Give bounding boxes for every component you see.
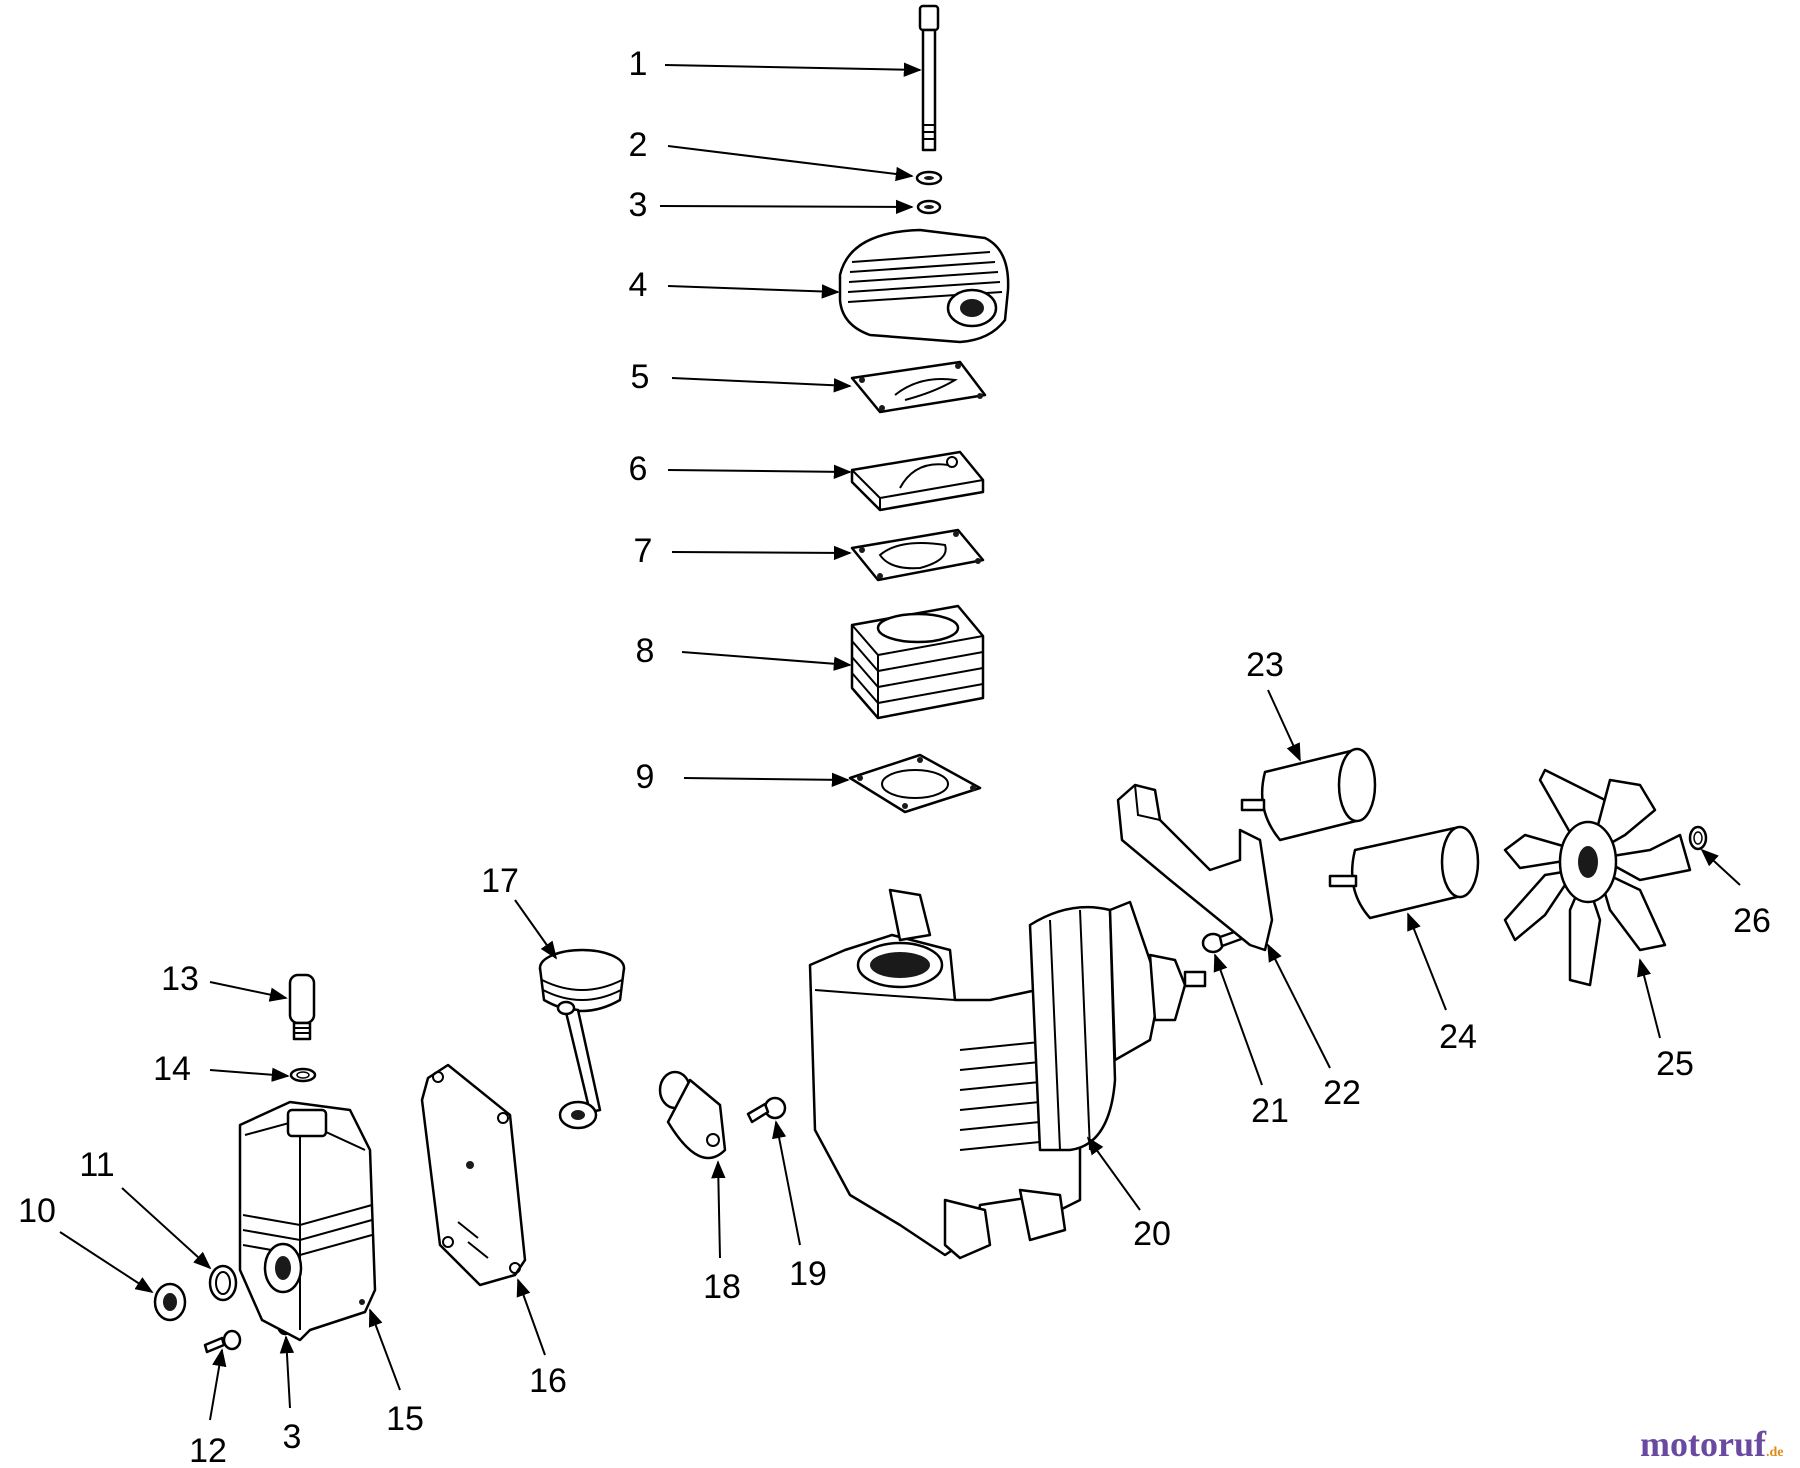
part-2-lock-washer: [915, 170, 943, 186]
leader-13: [209, 981, 288, 1002]
callout-25: 25: [1656, 1045, 1694, 1083]
leader-3: [659, 199, 914, 215]
leader-26: [1700, 848, 1741, 886]
part-15-crankcase-cover: [238, 1100, 377, 1342]
leader-20: [1086, 1136, 1141, 1211]
part-10-plug: [153, 1282, 187, 1322]
part-11-o-ring: [208, 1264, 238, 1302]
part-7-cylinder-gasket: [850, 528, 985, 582]
part-14-seal: [289, 1067, 317, 1083]
callout-11: 11: [79, 1146, 114, 1184]
callout-18: 18: [703, 1268, 741, 1306]
callout-21: 21: [1251, 1092, 1289, 1130]
leader-1: [664, 62, 922, 77]
leader-14: [209, 1067, 290, 1082]
svg-text:motoruf.de: motoruf.de: [1640, 1424, 1783, 1464]
part-12-screw: [203, 1329, 242, 1354]
part-1-head-bolt: [918, 4, 940, 152]
part-16-cover-gasket: [420, 1063, 527, 1287]
callout-5: 5: [631, 358, 650, 396]
leader-10: [59, 1231, 154, 1293]
leader-17: [514, 899, 558, 960]
callout-20: 20: [1133, 1215, 1171, 1253]
leader-18: [711, 1160, 726, 1259]
part-18-crank: [658, 1070, 727, 1160]
leader-12: [209, 1348, 227, 1421]
leader-23: [1267, 689, 1301, 762]
watermark-suffix: .de: [1766, 1445, 1784, 1460]
callout-16: 16: [529, 1362, 567, 1400]
part-3-washer: [916, 199, 942, 215]
callout-8: 8: [636, 632, 655, 670]
callout-17: 17: [481, 862, 519, 900]
leader-4: [667, 284, 840, 299]
callout-3b: 3: [283, 1418, 302, 1456]
leader-7: [671, 545, 852, 561]
callout-14: 14: [153, 1050, 191, 1088]
callout-6: 6: [629, 450, 648, 488]
leader-9: [683, 772, 850, 788]
callout-3: 3: [629, 186, 648, 224]
callout-labels: 1 2 3 4 5 6 7 8 9 10 11 12 3 13 14 15 16…: [18, 45, 1771, 1468]
callout-2: 2: [629, 126, 648, 164]
part-26-retaining-ring: [1688, 825, 1708, 851]
callout-10: 10: [18, 1192, 56, 1230]
part-20-motor-crankcase: [808, 888, 1207, 1260]
part-24-capacitor: [1328, 825, 1480, 920]
part-9-base-gasket: [848, 753, 982, 814]
leader-25: [1637, 958, 1661, 1039]
callout-13: 13: [161, 960, 199, 998]
callout-15: 15: [386, 1400, 424, 1438]
part-23-capacitor: [1240, 747, 1377, 842]
leader-15: [368, 1308, 401, 1391]
leader-21: [1213, 953, 1263, 1086]
part-5-valve-gasket: [850, 360, 987, 414]
leader-2: [667, 145, 914, 182]
leader-3b: [279, 1335, 295, 1409]
leader-8: [681, 651, 852, 671]
leader-19: [772, 1120, 801, 1246]
callout-26: 26: [1733, 902, 1771, 940]
leader-lines: [59, 62, 1741, 1421]
part-4-cylinder-head: [838, 228, 1010, 344]
part-25-fan: [1503, 768, 1692, 987]
callout-1: 1: [629, 45, 648, 83]
part-6-valve-plate: [850, 450, 985, 512]
leader-11: [121, 1187, 212, 1270]
watermark-text: motoruf: [1640, 1424, 1767, 1464]
leader-5: [671, 377, 852, 393]
leader-6: [667, 464, 852, 480]
callout-22: 22: [1323, 1074, 1361, 1112]
callout-19: 19: [789, 1255, 827, 1293]
part-8-cylinder: [850, 604, 985, 720]
part-13-breather: [288, 973, 316, 1041]
watermark-logo: motoruf.de: [1640, 1424, 1783, 1464]
leader-22: [1267, 943, 1331, 1069]
callout-12: 12: [189, 1432, 227, 1468]
callout-7: 7: [634, 532, 653, 570]
part-22-capacitor-bracket: [1116, 783, 1274, 952]
callout-24: 24: [1439, 1018, 1477, 1056]
part-17-piston-rod: [538, 948, 626, 1130]
leader-24: [1407, 912, 1447, 1011]
callout-4: 4: [629, 266, 648, 304]
callout-23: 23: [1246, 646, 1284, 684]
callout-9: 9: [636, 758, 655, 796]
leader-16: [516, 1278, 546, 1356]
part-19-screw: [746, 1096, 787, 1124]
